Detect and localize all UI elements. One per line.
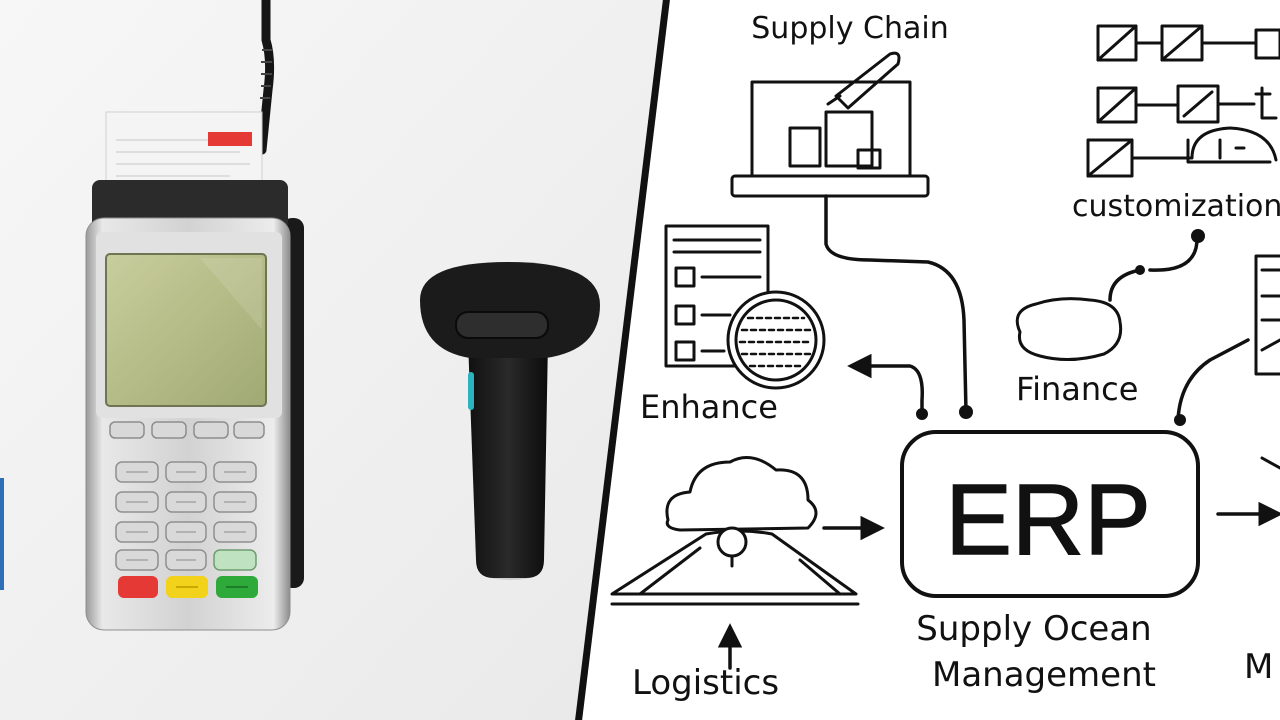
- erp-box: [900, 430, 1200, 598]
- terminal-screen: [105, 253, 267, 407]
- right-edge-sketch: [1254, 254, 1280, 470]
- blue-object-edge: [0, 478, 4, 590]
- label-scm-line2: Management: [932, 655, 1156, 695]
- label-supply-chain: Supply Chain: [751, 11, 948, 46]
- label-logistics: Logistics: [632, 663, 779, 703]
- finance-sketch: [1015, 297, 1123, 362]
- connector-dots: [916, 229, 1205, 426]
- label-enhance: Enhance: [640, 388, 778, 426]
- pos-terminal: [85, 0, 304, 631]
- enhance-sketch: [664, 224, 826, 390]
- label-customization: customization: [1072, 189, 1280, 224]
- erp-label: ERP: [945, 464, 1151, 576]
- photo-panel: [0, 0, 665, 720]
- scanner-handle: [468, 340, 548, 578]
- barcode-scanner: [420, 262, 600, 580]
- panel-divider: [575, 0, 670, 720]
- scanner-accent: [468, 372, 474, 410]
- function-keys: [109, 421, 265, 439]
- customization-sketch: [1086, 24, 1280, 178]
- connectors: [717, 194, 1280, 670]
- scanner-head: [420, 262, 600, 358]
- supply-chain-sketch: [730, 51, 930, 198]
- cancel-key: [118, 576, 158, 598]
- logistics-sketch: [610, 456, 860, 606]
- label-finance: Finance: [1016, 370, 1138, 408]
- label-scm-line1: Supply Ocean: [916, 609, 1151, 649]
- erp-diagram: [610, 24, 1280, 670]
- label-right-edge: M: [1244, 647, 1273, 687]
